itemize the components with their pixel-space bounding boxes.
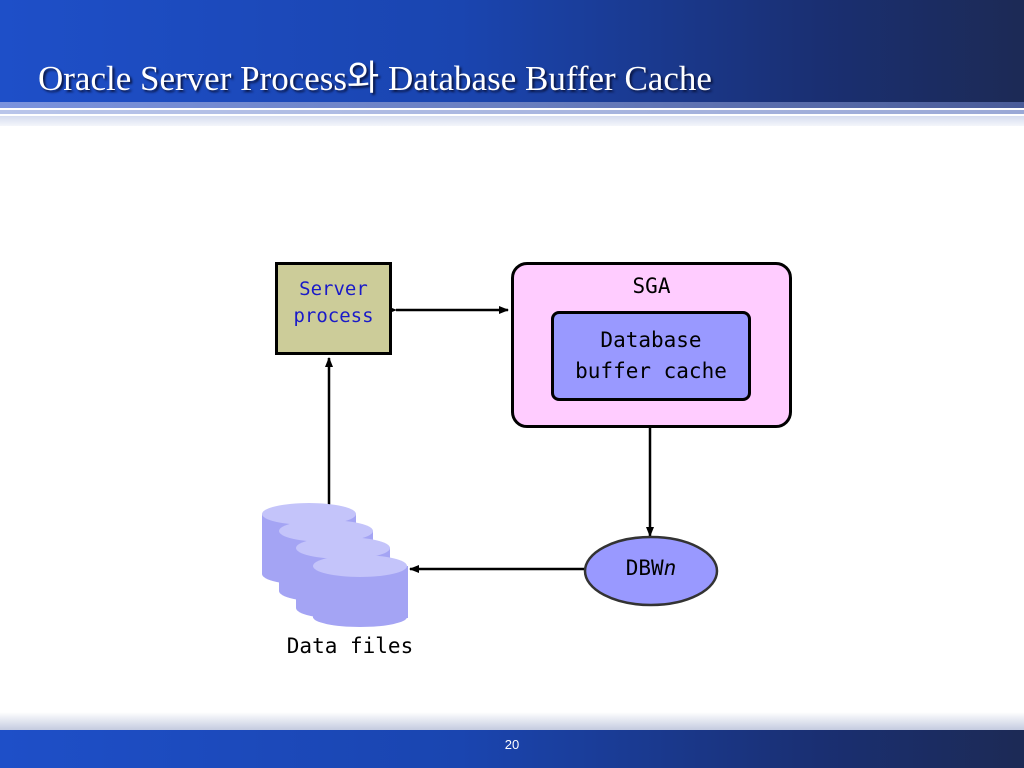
server-process-label-line1: Server <box>299 277 368 300</box>
dbwn-label-prefix: DBW <box>625 556 664 580</box>
server-process-box: Server process <box>275 262 392 355</box>
database-buffer-cache-box: Database buffer cache <box>551 311 751 401</box>
footer-bar <box>0 730 1024 768</box>
data-files-label: Data files <box>286 634 414 658</box>
dbwn-label-suffix: n <box>663 556 677 580</box>
dbwn-label: DBWn <box>584 556 718 580</box>
buffer-cache-label-line1: Database <box>600 328 702 352</box>
title-underline <box>0 102 1024 108</box>
server-process-label-line2: process <box>293 304 374 327</box>
buffer-cache-label-line2: buffer cache <box>575 359 727 383</box>
footer-fade <box>0 712 1024 730</box>
title-underline-secondary <box>0 110 1024 114</box>
sga-label: SGA <box>632 274 671 298</box>
page-number: 20 <box>504 737 520 752</box>
data-files-icon <box>262 503 408 627</box>
dbwn-process-shape <box>583 535 719 607</box>
slide-title: Oracle Server Process와 Database Buffer C… <box>38 59 712 98</box>
title-bar <box>0 0 1024 102</box>
title-shadow-band <box>0 116 1024 126</box>
datafile-cylinder <box>313 555 408 627</box>
